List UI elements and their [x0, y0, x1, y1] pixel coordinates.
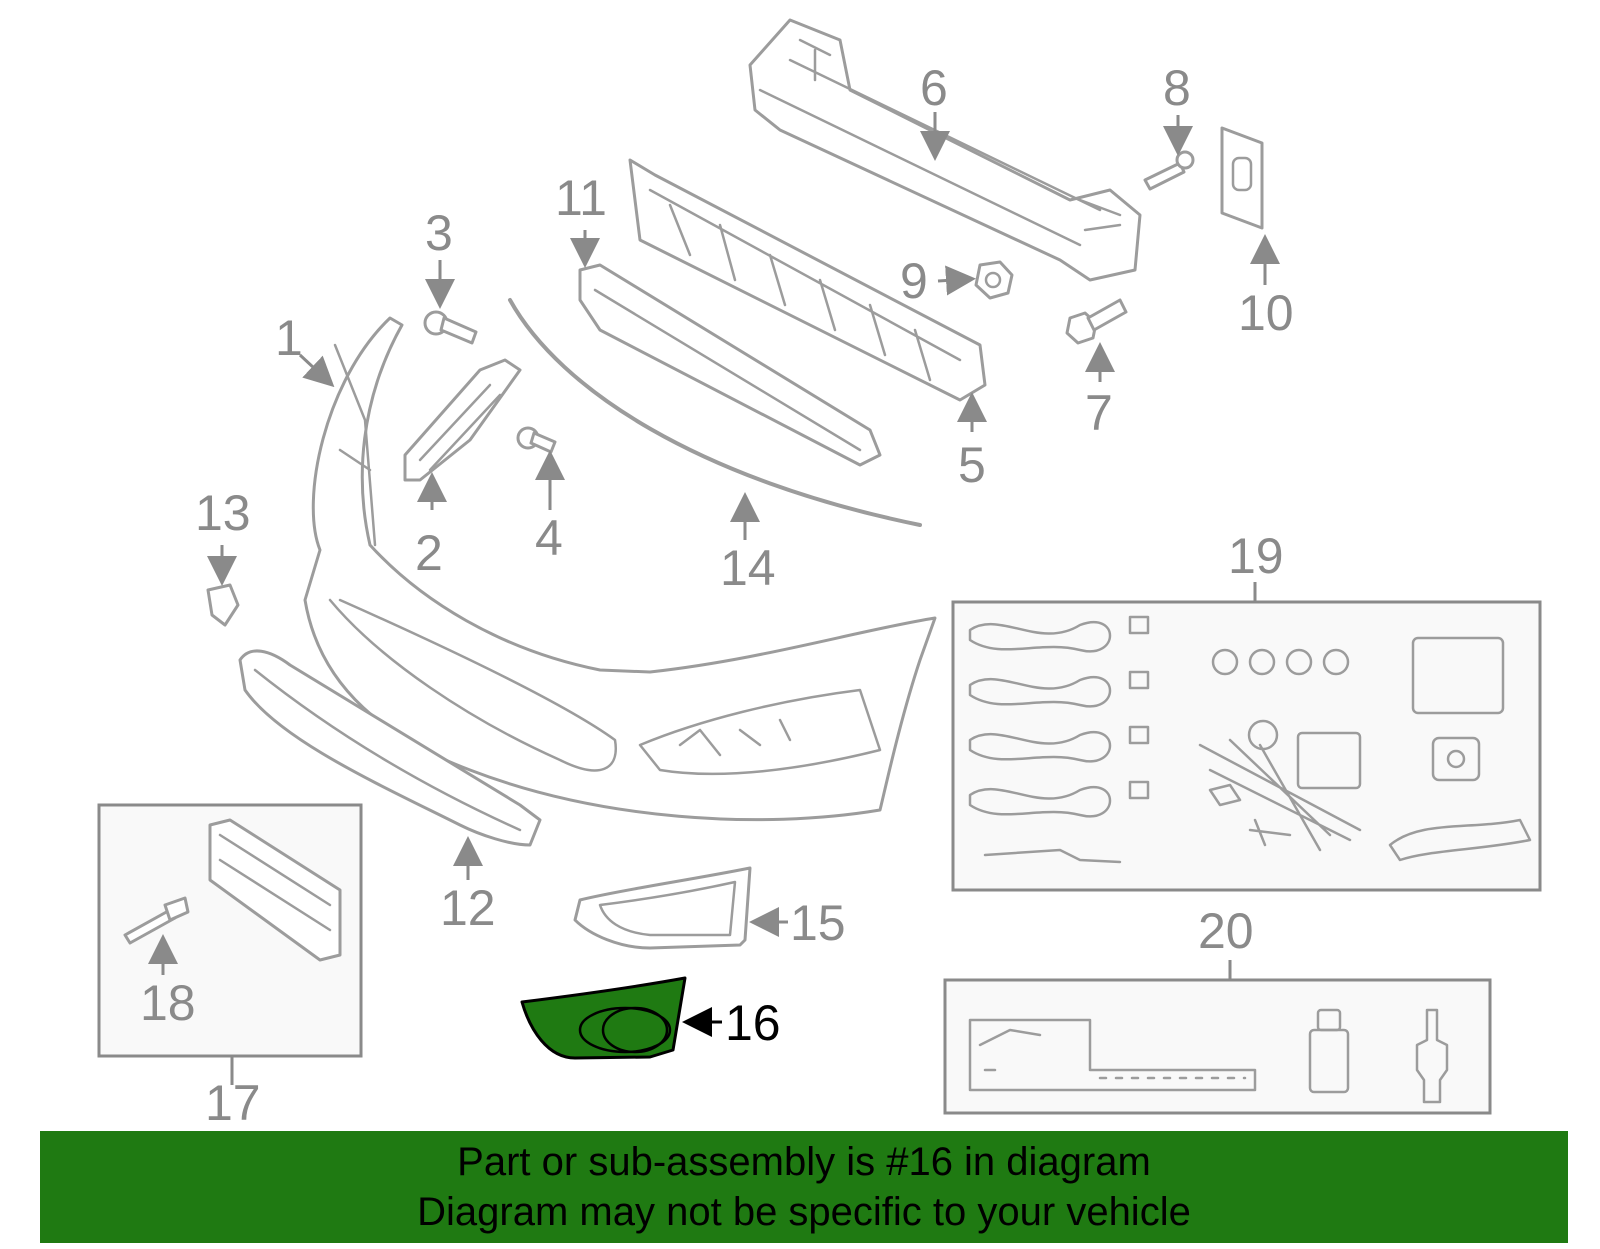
part-10-plate[interactable] [1220, 126, 1264, 230]
callout-labels: 1 2 3 4 5 6 7 8 9 10 11 12 13 14 15 16 1… [140, 60, 1294, 1131]
sensor-rings[interactable] [1211, 648, 1350, 676]
sensor-pad[interactable] [1296, 731, 1362, 790]
part-3-bolt[interactable] [423, 310, 478, 345]
wiring-loom[interactable] [1198, 719, 1532, 862]
callout-13[interactable]: 13 [195, 485, 251, 541]
part-11-energy-absorber[interactable] [628, 158, 987, 402]
leader-lines [148, 112, 1280, 1085]
box-20-install-kit [943, 978, 1492, 1115]
callout-17[interactable]: 17 [205, 1075, 261, 1131]
part-8-push-pin[interactable] [1143, 150, 1195, 191]
callout-7[interactable]: 7 [1085, 385, 1113, 441]
callout-14[interactable]: 14 [720, 540, 776, 596]
callout-19[interactable]: 19 [1228, 528, 1284, 584]
part-12-lower-grille[interactable] [238, 649, 542, 847]
callout-18[interactable]: 18 [140, 975, 196, 1031]
template-sheet[interactable] [968, 1018, 1257, 1092]
part-15-fog-bezel[interactable] [573, 866, 752, 950]
callout-3[interactable]: 3 [425, 205, 453, 261]
part-16-fog-lamp-cover[interactable] [520, 976, 687, 1060]
part-4-screw[interactable] [516, 426, 557, 454]
control-module[interactable] [1411, 636, 1505, 715]
box-17-license-plate-kit [97, 803, 363, 1058]
box-19-parking-sensor-kit [951, 600, 1542, 892]
part-license-bracket[interactable] [208, 818, 342, 962]
callout-1[interactable]: 1 [275, 310, 303, 366]
callout-20[interactable]: 20 [1198, 903, 1254, 959]
part-18-rivet[interactable] [123, 896, 190, 945]
callout-5[interactable]: 5 [958, 437, 986, 493]
part-7-bolt[interactable] [1065, 298, 1128, 345]
callout-11[interactable]: 11 [555, 170, 607, 226]
callout-16[interactable]: 16 [725, 995, 781, 1051]
callout-6[interactable]: 6 [920, 60, 948, 116]
callout-9[interactable]: 9 [900, 253, 928, 309]
adhesive-bottle[interactable] [1308, 1008, 1350, 1094]
part-6-reinforcement-beam[interactable] [748, 18, 1142, 282]
part-grille-upper[interactable] [578, 263, 882, 467]
callout-8[interactable]: 8 [1163, 60, 1191, 116]
callout-4[interactable]: 4 [535, 510, 563, 566]
banner-line-part: Part or sub-assembly is #16 in diagram [457, 1140, 1151, 1184]
part-2-bracket[interactable] [403, 358, 522, 482]
part-1-bumper-cover[interactable] [303, 316, 937, 822]
callout-15[interactable]: 15 [790, 895, 846, 951]
callout-10[interactable]: 10 [1238, 285, 1294, 341]
sensor-harnesses[interactable] [968, 615, 1150, 864]
callout-2[interactable]: 2 [415, 525, 443, 581]
banner-line-disclaimer: Diagram may not be specific to your vehi… [417, 1190, 1191, 1234]
callout-12[interactable]: 12 [440, 880, 496, 936]
part-9-nut[interactable] [974, 260, 1014, 300]
part-14-strip[interactable] [508, 298, 922, 527]
part-13-clip[interactable] [206, 583, 240, 627]
sensor-bracket[interactable] [1431, 736, 1481, 782]
info-banner: Part or sub-assembly is #16 in diagram D… [40, 1131, 1568, 1243]
sensor-probe[interactable] [1415, 1008, 1449, 1104]
